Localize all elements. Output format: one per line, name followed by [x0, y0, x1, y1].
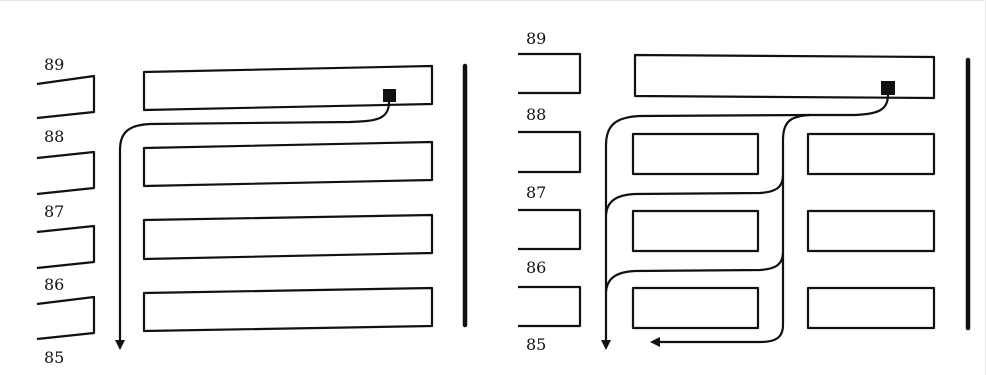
block-r2-left [631, 132, 760, 176]
block-r4-left [631, 286, 760, 330]
block-r4-right [806, 286, 936, 330]
block-r2-right [806, 132, 936, 176]
partial-block-88-87 [36, 150, 96, 196]
street-label-88: 88 [44, 127, 64, 146]
partial-block-86-85 [36, 295, 96, 341]
long-block-top-right [633, 53, 936, 100]
street-label-85-right: 85 [526, 335, 546, 354]
partial-block-89-88 [36, 74, 96, 120]
long-block-3 [142, 213, 434, 261]
partial-block-r-86-85 [518, 285, 582, 328]
long-block-2 [142, 140, 434, 188]
partial-block-87-86 [36, 224, 96, 270]
left-panel: 89 88 87 86 85 [36, 55, 468, 367]
long-block-1 [142, 64, 434, 112]
street-label-89: 89 [44, 55, 64, 74]
start-marker-left [383, 89, 396, 102]
street-label-89-right: 89 [526, 29, 546, 48]
street-label-87-right: 87 [526, 183, 546, 202]
street-label-85: 85 [44, 348, 64, 367]
street-label-86: 86 [44, 275, 64, 294]
route-left [115, 100, 391, 350]
long-block-4 [142, 286, 434, 333]
block-r3-right [806, 209, 936, 253]
route-right-connector-87 [604, 173, 785, 217]
partial-block-r-88-87 [518, 130, 582, 174]
partial-block-r-89-88 [518, 52, 582, 95]
route-right-middle [650, 113, 812, 347]
route-right-main [601, 93, 890, 350]
right-panel: 89 88 87 86 85 [518, 29, 971, 354]
partial-block-r-87-86 [518, 208, 582, 251]
route-right-connector-86 [604, 250, 785, 294]
block-r3-left [631, 209, 760, 253]
street-label-86-right: 86 [526, 258, 546, 277]
street-label-88-right: 88 [526, 105, 546, 124]
start-marker-right [881, 81, 895, 95]
street-label-87: 87 [44, 202, 64, 221]
